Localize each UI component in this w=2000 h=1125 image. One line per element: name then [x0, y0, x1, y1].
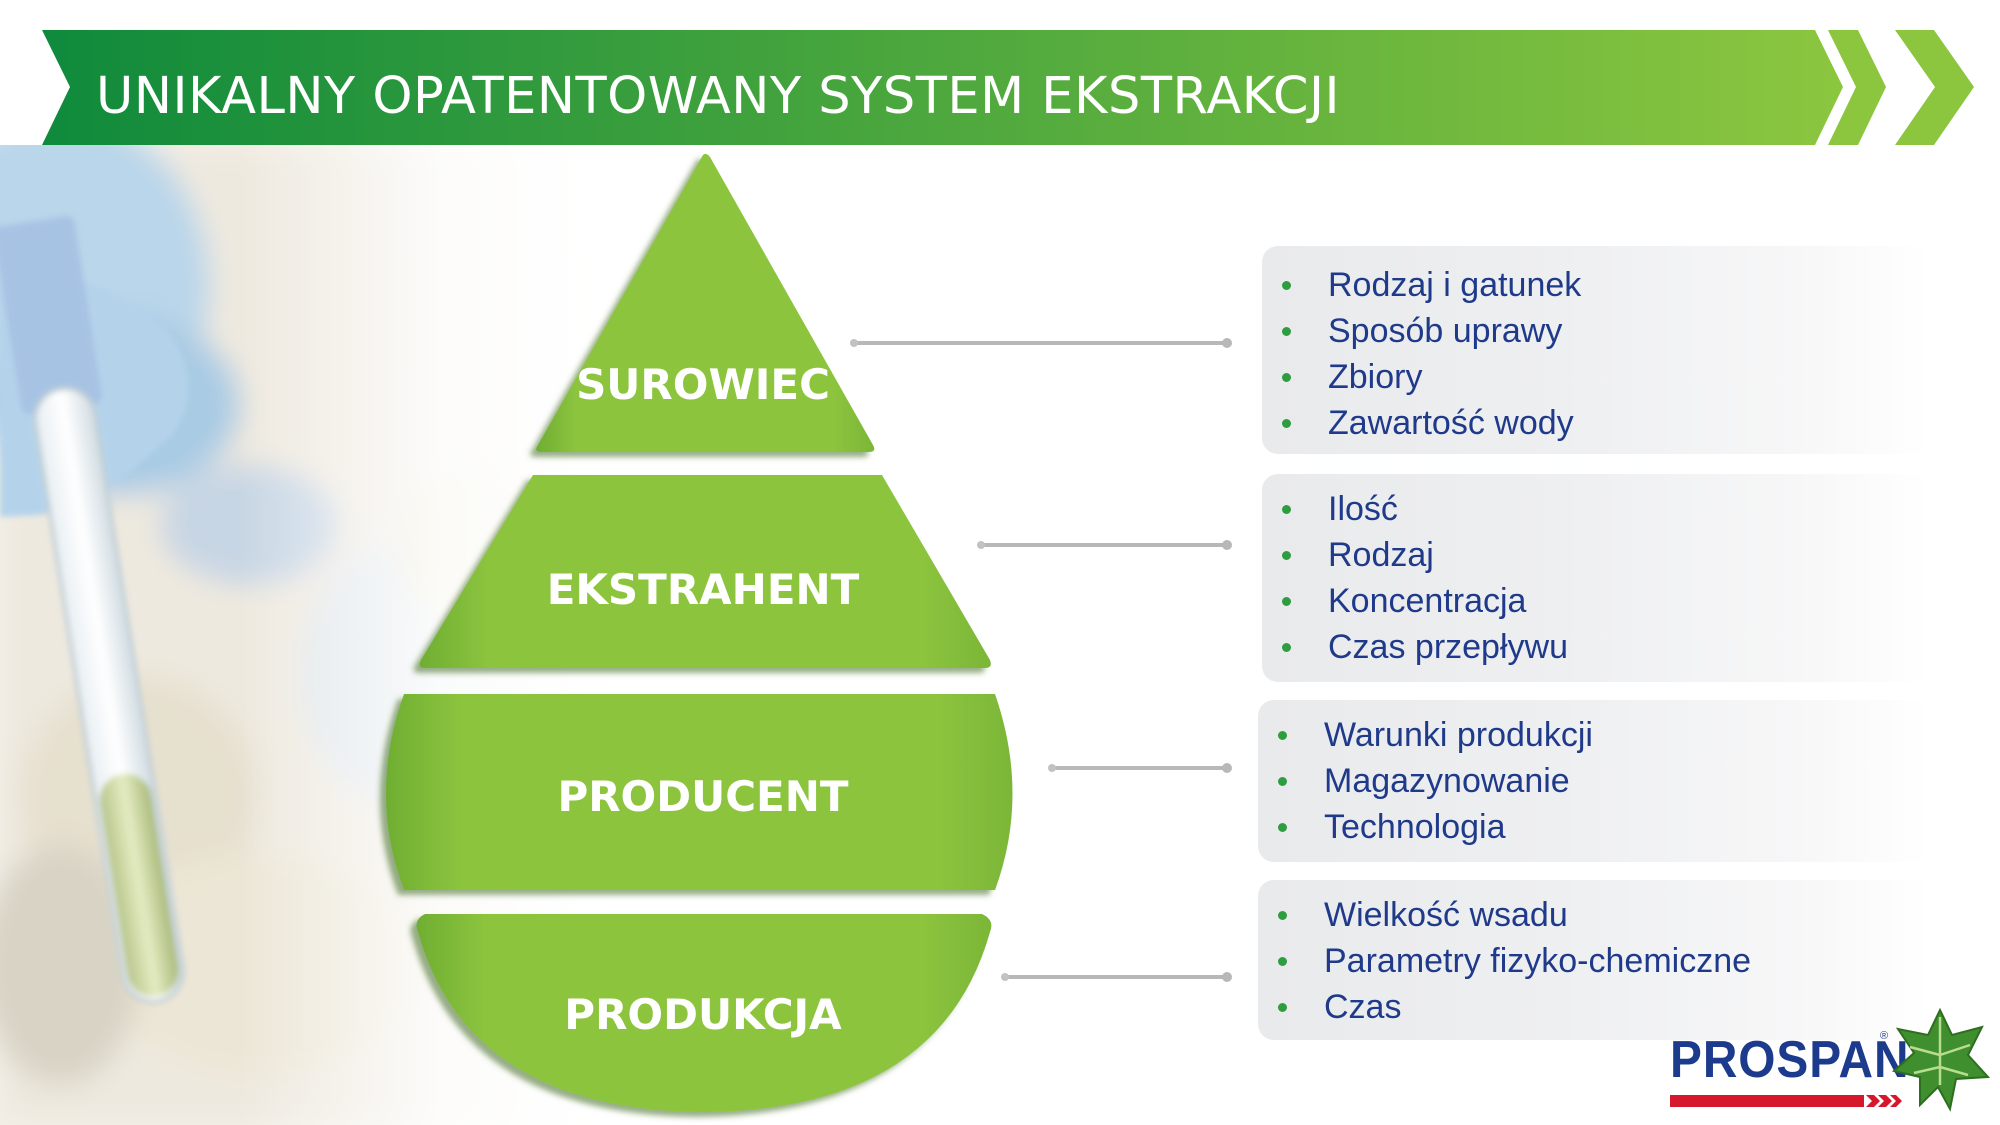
- chevron-1-icon: [1828, 30, 1886, 145]
- logo-red-arrow-icon: [1670, 1095, 1902, 1107]
- connector-produkcja: [1001, 972, 1232, 982]
- list-item: Czas: [1258, 984, 1930, 1030]
- bullet-icon: [1278, 1003, 1287, 1012]
- bullet-icon: [1282, 373, 1291, 382]
- list-item: Rodzaj: [1262, 532, 1930, 578]
- segment-label-surowiec: SUROWIEC: [576, 360, 830, 409]
- info-box-produkcja: Wielkość wsadu Parametry fizyko-chemiczn…: [1258, 880, 1930, 1040]
- bullet-icon: [1282, 419, 1291, 428]
- list-item: Technologia: [1258, 804, 1930, 850]
- bullet-icon: [1282, 327, 1291, 336]
- bullet-icon: [1278, 731, 1287, 740]
- ivy-leaf-icon: [1891, 1007, 1990, 1112]
- list-item: Wielkość wsadu: [1258, 892, 1930, 938]
- segment-label-produkcja: PRODUKCJA: [564, 990, 842, 1039]
- segment-producent: [386, 694, 1013, 890]
- connector-ekstrahent: [977, 540, 1232, 550]
- segment-ekstrahent: [419, 475, 991, 668]
- list-item: Magazynowanie: [1258, 758, 1930, 804]
- bullet-icon: [1278, 823, 1287, 832]
- list-item: Czas przepływu: [1262, 624, 1930, 670]
- segment-produkcja: [416, 914, 992, 1112]
- title-banner: [0, 0, 2000, 145]
- logo-registered-mark: ®: [1880, 1030, 1889, 1042]
- info-box-producent: Warunki produkcji Magazynowanie Technolo…: [1258, 700, 1930, 862]
- info-box-ekstrahent: Ilość Rodzaj Koncentracja Czas przepływu: [1262, 474, 1930, 682]
- list-item: Rodzaj i gatunek: [1262, 262, 1930, 308]
- list-item: Koncentracja: [1262, 578, 1930, 624]
- bullet-icon: [1282, 281, 1291, 290]
- bullet-icon: [1282, 505, 1291, 514]
- connector-producent: [1048, 763, 1232, 773]
- bullet-icon: [1282, 597, 1291, 606]
- connector-surowiec: [850, 338, 1232, 348]
- info-box-surowiec: Rodzaj i gatunek Sposób uprawy Zbiory Za…: [1262, 246, 1930, 454]
- bullet-icon: [1278, 957, 1287, 966]
- list-item: Warunki produkcji: [1258, 712, 1930, 758]
- segment-label-ekstrahent: EKSTRAHENT: [546, 565, 860, 614]
- page-title: UNIKALNY OPATENTOWANY SYSTEM EKSTRAKCJI: [96, 67, 1341, 126]
- logo-text: PROSPAN: [1670, 1031, 1910, 1089]
- list-item: Zawartość wody: [1262, 400, 1930, 446]
- list-item: Parametry fizyko-chemiczne: [1258, 938, 1930, 984]
- bullet-icon: [1282, 643, 1291, 652]
- bullet-icon: [1278, 911, 1287, 920]
- segment-label-producent: PRODUCENT: [557, 772, 849, 821]
- list-item: Zbiory: [1262, 354, 1930, 400]
- bullet-icon: [1282, 551, 1291, 560]
- chevron-2-icon: [1895, 30, 1974, 145]
- bullet-icon: [1278, 777, 1287, 786]
- prospan-logo: PROSPAN ®: [1660, 1000, 2000, 1125]
- segment-surowiec: [536, 153, 875, 452]
- list-item: Ilość: [1262, 486, 1930, 532]
- list-item: Sposób uprawy: [1262, 308, 1930, 354]
